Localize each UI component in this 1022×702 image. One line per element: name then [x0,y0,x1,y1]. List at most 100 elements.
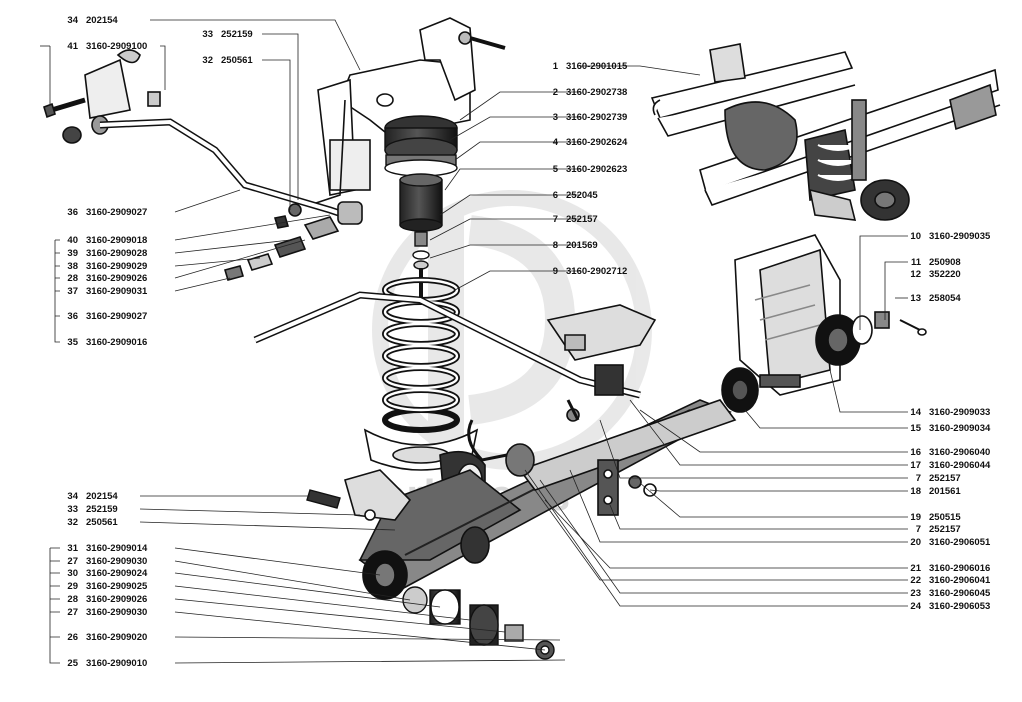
part-code: 250908 [929,257,961,268]
part-code: 3160-2909016 [86,337,148,348]
spring-pads [384,115,458,300]
callout-number: 22 [910,575,921,586]
callout-number: 40 [67,235,78,246]
callout-number: 13 [910,293,921,304]
callout-number: 32 [67,517,78,528]
part-code: 3160-2909027 [86,311,148,322]
callout-number: 24 [910,601,921,612]
part-code: 3160-2906051 [929,537,991,548]
callout-left-9: 37 3160-2909031 [60,286,147,297]
strut-rod [467,304,737,516]
part-code: 252159 [221,29,253,40]
part-code: 252157 [929,524,961,535]
part-code: 3160-2909026 [86,594,148,605]
callout-right-15: 16 3160-2906040 [903,447,990,458]
callout-left-11: 35 3160-2909016 [60,337,147,348]
part-code: 3160-2909031 [86,286,148,297]
part-code: 252045 [566,190,598,201]
part-code: 3160-2909010 [86,658,148,669]
callout-right-1: 2 3160-2902738 [540,87,628,98]
callout-number: 34 [67,491,78,502]
part-code: 352220 [929,269,961,280]
callout-number: 33 [202,29,213,40]
callout-number: 9 [552,266,558,277]
callout-number: 25 [67,658,78,669]
callout-number: 35 [67,337,78,348]
callout-right-6: 7 252157 [540,214,598,225]
callout-number: 16 [910,447,921,458]
part-code: 3160-2909029 [86,261,148,272]
callout-number: 11 [910,257,921,268]
callout-number: 41 [67,41,78,52]
callout-number: 27 [67,556,78,567]
part-code: 3160-2902624 [566,137,628,148]
callout-left-15: 31 3160-2909014 [60,543,147,554]
callout-number: 7 [552,214,558,225]
callout-number: 36 [67,311,78,322]
part-code: 3160-2906040 [929,447,991,458]
callout-number: 2 [552,87,558,98]
part-code: 3160-2906016 [929,563,991,574]
callout-number: 1 [552,61,558,72]
part-code: 201561 [929,486,961,497]
callout-number: 29 [67,581,78,592]
callout-number: 27 [67,607,78,618]
part-code: 3160-2909024 [86,568,148,579]
part-code: 202154 [86,15,118,26]
part-code: 3160-2902739 [566,112,628,123]
part-code: 3160-2909014 [86,543,148,554]
callout-number: 4 [552,137,558,148]
part-code: 252159 [86,504,118,515]
callout-right-10: 11 250908 [903,257,961,268]
callout-number: 12 [910,269,921,280]
callout-number: 3 [552,112,558,123]
callout-number: 17 [910,460,921,471]
callout-number: 31 [67,543,78,554]
vehicle-frame-overview [650,43,1001,221]
callout-number: 15 [910,423,921,434]
part-code: 252157 [929,473,961,484]
callout-right-2: 3 3160-2902739 [540,112,628,123]
callout-number: 7 [915,473,921,484]
callout-left-17: 30 3160-2909024 [60,568,147,579]
callout-number: 20 [910,537,921,548]
callout-number: 39 [67,248,78,259]
callout-right-8: 9 3160-2902712 [540,266,628,277]
callout-left-20: 27 3160-2909030 [60,607,147,618]
callout-left-22: 25 3160-2909010 [60,658,147,669]
anti-roll-bar-assembly [43,49,363,281]
callout-number: 37 [67,286,78,297]
part-code: 3160-2909027 [86,207,148,218]
part-code: 3160-2902712 [566,266,628,277]
callout-number: 14 [910,407,921,418]
part-code: 3160-2909033 [929,407,991,418]
callout-number: 8 [552,240,558,251]
part-code: 252157 [566,214,598,225]
callout-number: 30 [67,568,78,579]
callout-number: 32 [202,55,213,66]
part-code: 3160-2909030 [86,607,148,618]
part-code: 3160-2909018 [86,235,148,246]
part-code: 3160-2902738 [566,87,628,98]
